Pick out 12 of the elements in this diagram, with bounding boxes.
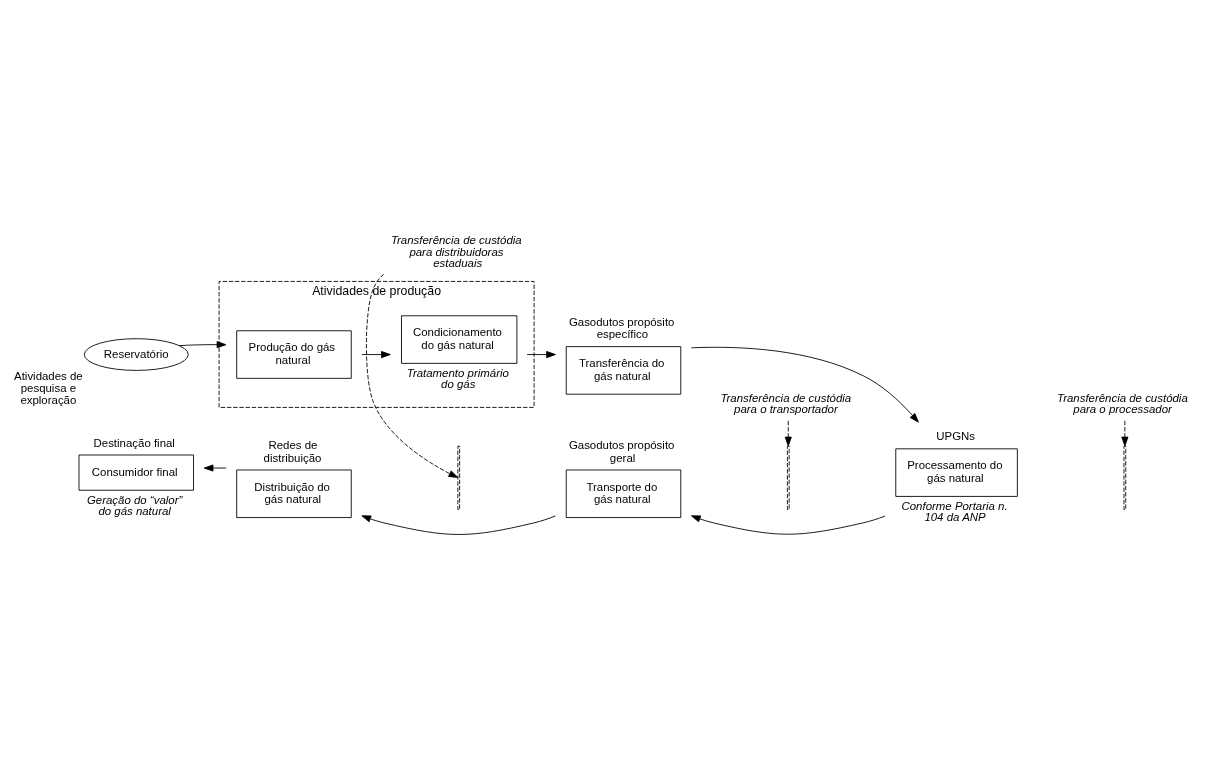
node-label: Tratamento primário do gás — [406, 366, 509, 391]
node-label: UPGNs — [936, 430, 976, 443]
node-label: Gasodutos propósito específico — [568, 315, 675, 341]
node-label: Redes de distribuição — [263, 439, 322, 464]
node-label: Destinação final — [93, 436, 175, 449]
node-label: Geração do “valor” do gás natural — [86, 493, 183, 518]
node-label: Atividades de pesquisa e exploração — [14, 369, 83, 407]
node-text: Transferência de custódia para o transportador — [720, 391, 852, 416]
node-text: Transferência de custódia para o processador — [1057, 391, 1188, 416]
node-text: Transferência de custódia para distribuidoras estaduais — [390, 234, 522, 270]
node-label: Conforme Portaria n. 104 da ANP — [901, 499, 1008, 524]
node-label: Gasodutos propósito geral — [568, 439, 675, 464]
